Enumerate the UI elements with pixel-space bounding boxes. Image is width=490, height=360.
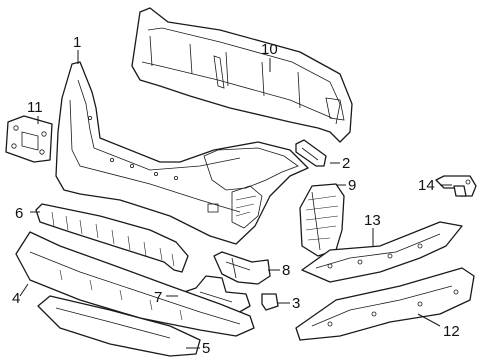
part-10-upper-frame (131, 7, 353, 143)
part-9-lamp (299, 183, 345, 257)
callout-12: 12 (443, 323, 460, 340)
part-5-skid-plate (37, 295, 201, 357)
callout-2: 2 (342, 155, 350, 172)
callout-10: 10 (261, 41, 278, 58)
part-11-license-bracket (5, 115, 53, 163)
part-4-lower-spoiler (15, 231, 255, 337)
callout-11: 11 (27, 99, 43, 116)
callout-8: 8 (282, 262, 290, 279)
part-6-reinforcement (35, 203, 189, 273)
part-2-bracket (295, 139, 327, 167)
callout-5: 5 (202, 340, 210, 357)
callout-labels: 1 2 3 4 5 6 7 8 9 10 11 12 13 14 (12, 34, 460, 357)
callout-9: 9 (348, 177, 356, 194)
part-3-clip (261, 293, 279, 311)
callout-6: 6 (15, 205, 23, 222)
part-12-splash-shield (295, 267, 475, 341)
leader-lines (19, 50, 452, 349)
callout-14: 14 (418, 177, 435, 194)
callout-7: 7 (154, 289, 162, 306)
callout-4: 4 (12, 290, 20, 307)
part-8-bracket (213, 251, 271, 285)
callout-3: 3 (292, 295, 300, 312)
callout-13: 13 (364, 212, 381, 229)
part-14-clip (435, 175, 477, 197)
callout-1: 1 (73, 34, 81, 51)
part-1-bumper-fascia (55, 61, 309, 245)
part-13-deflector (301, 221, 463, 283)
